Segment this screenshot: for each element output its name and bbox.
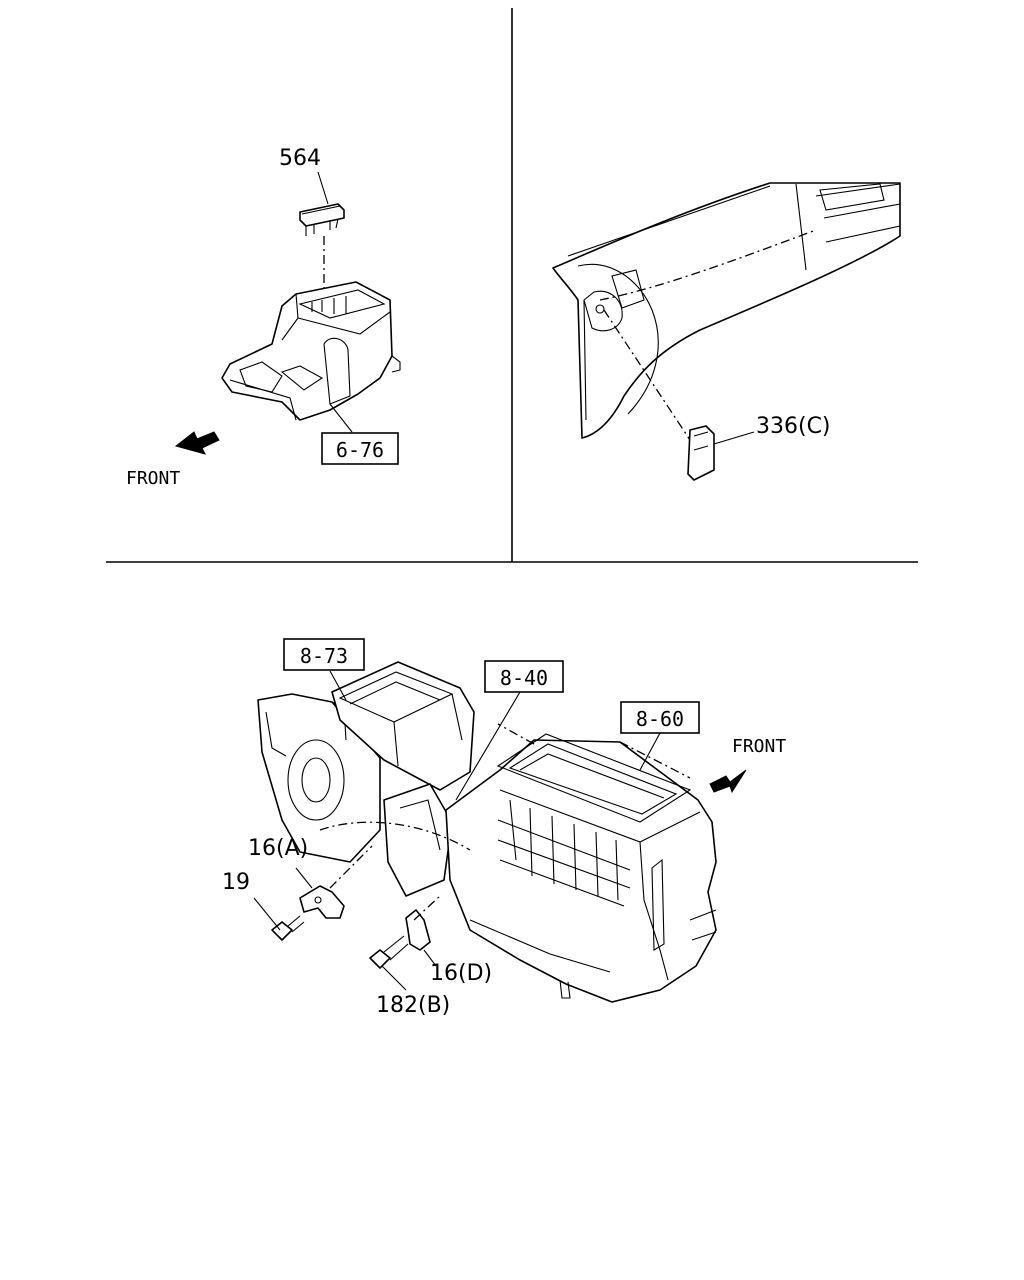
blower-unit-part (257, 693, 381, 863)
label-16d: 16(D) (430, 961, 492, 986)
bolt-182b-part (369, 935, 409, 969)
front-arrow-icon (174, 431, 220, 455)
bracket-16a-part (299, 885, 345, 919)
clip-564-part (299, 203, 345, 236)
ref-box-8-40[interactable] (484, 660, 564, 693)
ref-8-60: 8-60 (636, 707, 684, 731)
label-336c: 336(C) (756, 414, 831, 439)
ref-8-73: 8-73 (300, 644, 348, 668)
front-label-bottom: FRONT (732, 736, 786, 757)
floor-console-part (221, 281, 401, 421)
dashboard-drawing (552, 182, 901, 439)
ref-8-40: 8-40 (500, 666, 548, 690)
label-19: 19 (222, 870, 250, 895)
ref-box-8-60[interactable] (620, 701, 700, 734)
front-arrow-bottom-icon (709, 769, 747, 794)
duct-8-73-part (331, 661, 475, 791)
ref-box-6-76[interactable] (321, 432, 399, 465)
ref-box-8-73[interactable] (283, 638, 365, 671)
bracket-16d-part (405, 909, 431, 951)
console-assembly-drawing: 6-76 564 FRONT (126, 146, 401, 489)
hvac-unit-drawing (257, 661, 717, 1003)
label-182b: 182(B) (376, 993, 450, 1018)
front-label-top: FRONT (126, 468, 180, 489)
bracket-336c-part (687, 425, 715, 481)
label-564: 564 (279, 146, 321, 171)
ref-6-76: 6-76 (336, 438, 384, 462)
label-16a: 16(A) (248, 836, 308, 861)
heater-case-8-60-part (445, 733, 717, 1003)
bolt-19-part (271, 915, 305, 941)
